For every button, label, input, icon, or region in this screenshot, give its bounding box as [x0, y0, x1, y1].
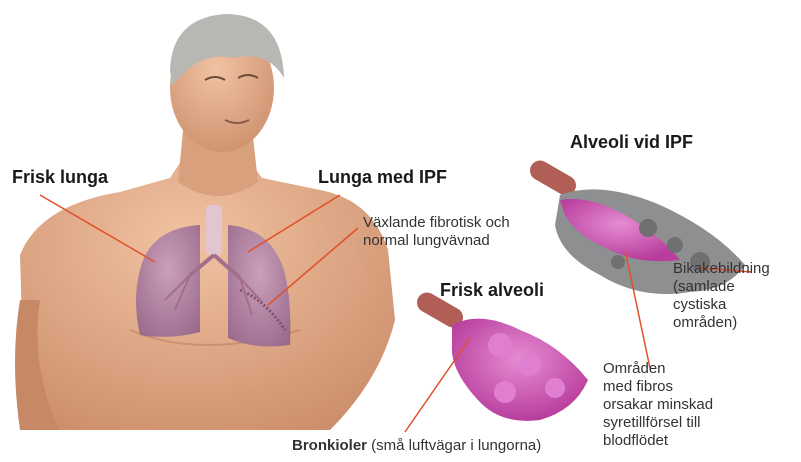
label-bronchioles-bold: Bronkioler: [292, 437, 367, 454]
label-ipf-lung: Lunga med IPF: [318, 167, 447, 189]
label-healthy-lung: Frisk lunga: [12, 167, 108, 189]
label-bronchioles: Bronkioler (små luftvägar i lungorna): [292, 437, 541, 455]
label-mixed-tissue: Växlande fibrotisk och normal lungvävnad: [363, 214, 510, 250]
healthy-alveoli-cluster: [413, 289, 588, 421]
label-bronchioles-note: (små luftvägar i lungorna): [367, 437, 541, 454]
leader-bronchioles: [405, 338, 470, 432]
label-fibrosis-areas: Områden med fibros orsakar minskad syret…: [603, 360, 713, 450]
man-figure: [15, 14, 395, 430]
label-healthy-alveoli: Frisk alveoli: [440, 280, 544, 302]
label-honeycomb: Bikakebildning (samlade cystiska områden…: [673, 260, 770, 332]
label-alveoli-ipf: Alveoli vid IPF: [570, 132, 693, 154]
